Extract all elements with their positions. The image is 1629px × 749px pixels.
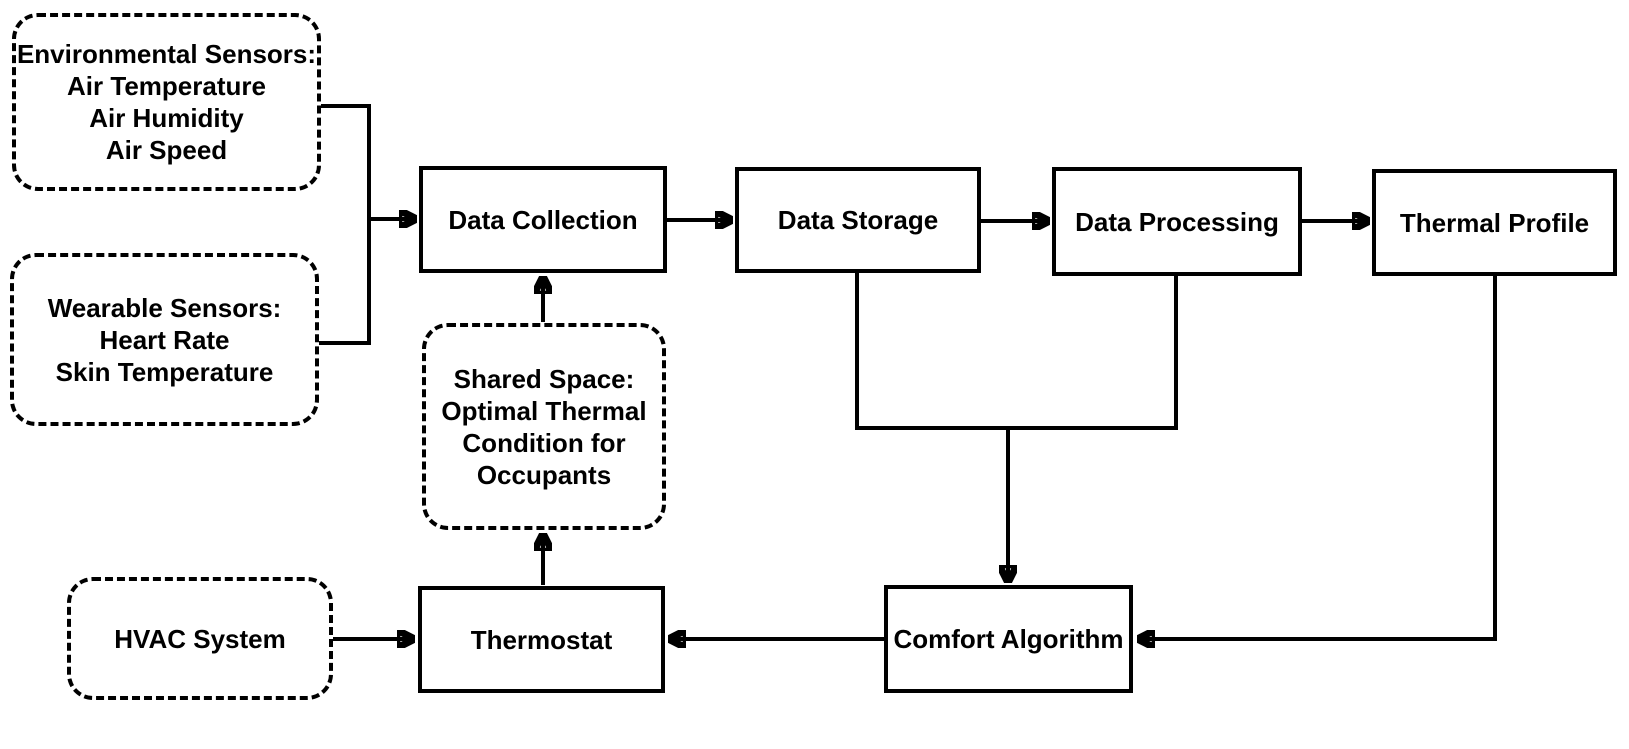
node-label-line: Air Temperature [67,71,266,101]
node-shared-space: Shared Space: Optimal Thermal Condition … [422,323,666,530]
node-label-line: Optimal Thermal [441,395,647,426]
node-thermostat: Thermostat [418,586,665,693]
node-label-line: Air Speed [105,135,228,165]
node-data-processing: Data Processing [1052,167,1302,276]
node-label: HVAC System [114,623,286,654]
node-label-line: Occupants [476,459,612,490]
node-data-collection: Data Collection [419,166,667,273]
node-label-line: Heart Rate [99,324,230,355]
node-label: Comfort Algorithm [893,624,1124,654]
node-label: Thermostat [470,624,613,655]
node-label-line: Air Humidity [89,103,244,133]
node-label: Data Processing [1075,206,1279,237]
node-label-line: Environmental Sensors: [16,39,317,69]
node-label: Data Collection [448,204,638,235]
node-label-line: Condition for [462,427,626,458]
node-environmental-sensors: Environmental Sensors: Air Temperature A… [12,13,321,191]
node-wearable-sensors: Wearable Sensors: Heart Rate Skin Temper… [10,253,319,426]
node-label-line: Wearable Sensors: [47,292,282,323]
connector-sensors-merge [318,104,371,345]
node-label: Thermal Profile [1399,207,1590,238]
node-hvac-system: HVAC System [67,577,333,700]
node-label-line: Shared Space: [453,363,635,394]
connector-storage-processing-merge [855,271,1178,430]
node-comfort-algorithm: Comfort Algorithm [884,585,1133,693]
node-label-line: Skin Temperature [55,356,274,387]
node-data-storage: Data Storage [735,167,981,273]
node-thermal-profile: Thermal Profile [1372,169,1617,276]
node-label: Data Storage [777,205,939,235]
arrow-thermal-profile-to-comfort-algorithm [1139,274,1497,639]
